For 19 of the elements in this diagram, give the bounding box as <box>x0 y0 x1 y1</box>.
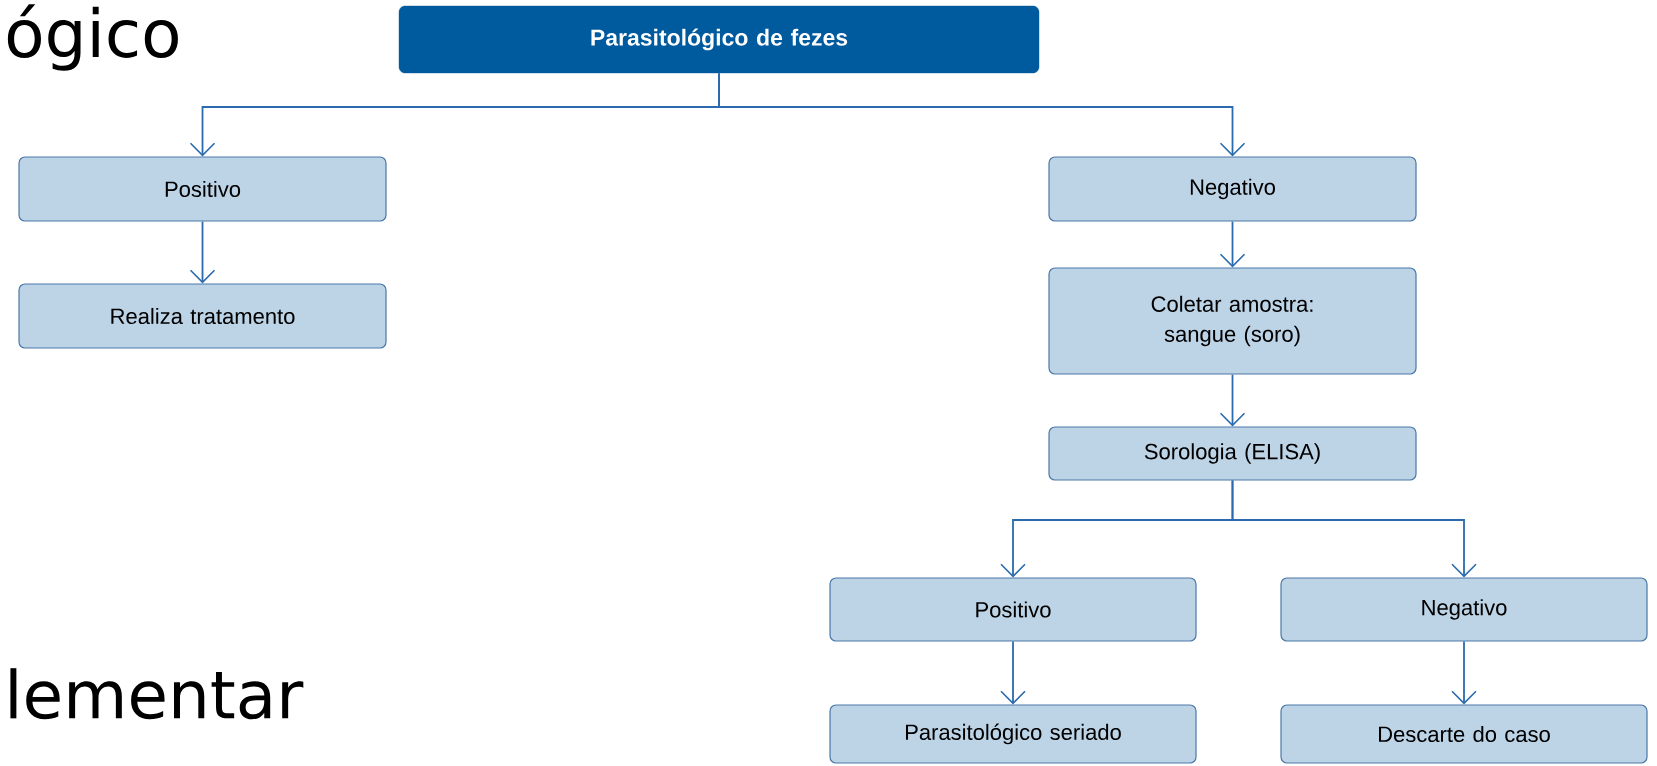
process-box: Descarte do caso <box>1280 704 1648 764</box>
process-box: Positivo <box>18 156 387 222</box>
process-box: Sorologia (ELISA) <box>1048 426 1417 481</box>
arrow <box>718 72 1246 157</box>
arrow <box>1231 479 1477 578</box>
arrow <box>1000 640 1026 705</box>
process-box: Parasitológico seriado <box>829 704 1197 764</box>
process-box: Negativo <box>1048 156 1417 222</box>
arrow <box>189 220 216 284</box>
arrow <box>1219 373 1246 427</box>
arrow <box>1451 640 1477 705</box>
process-box: Negativo <box>1280 577 1648 642</box>
arrow <box>1219 220 1246 268</box>
process-box: Positivo <box>829 577 1197 642</box>
header-box: Parasitológico de fezes <box>398 5 1040 74</box>
process-box: Realiza tratamento <box>18 283 387 349</box>
slide-text-fragment: lementar <box>10 668 304 720</box>
slide-text-fragment: ógico <box>7 4 178 71</box>
process-box: Coletar amostra: sangue (soro) <box>1048 267 1417 375</box>
